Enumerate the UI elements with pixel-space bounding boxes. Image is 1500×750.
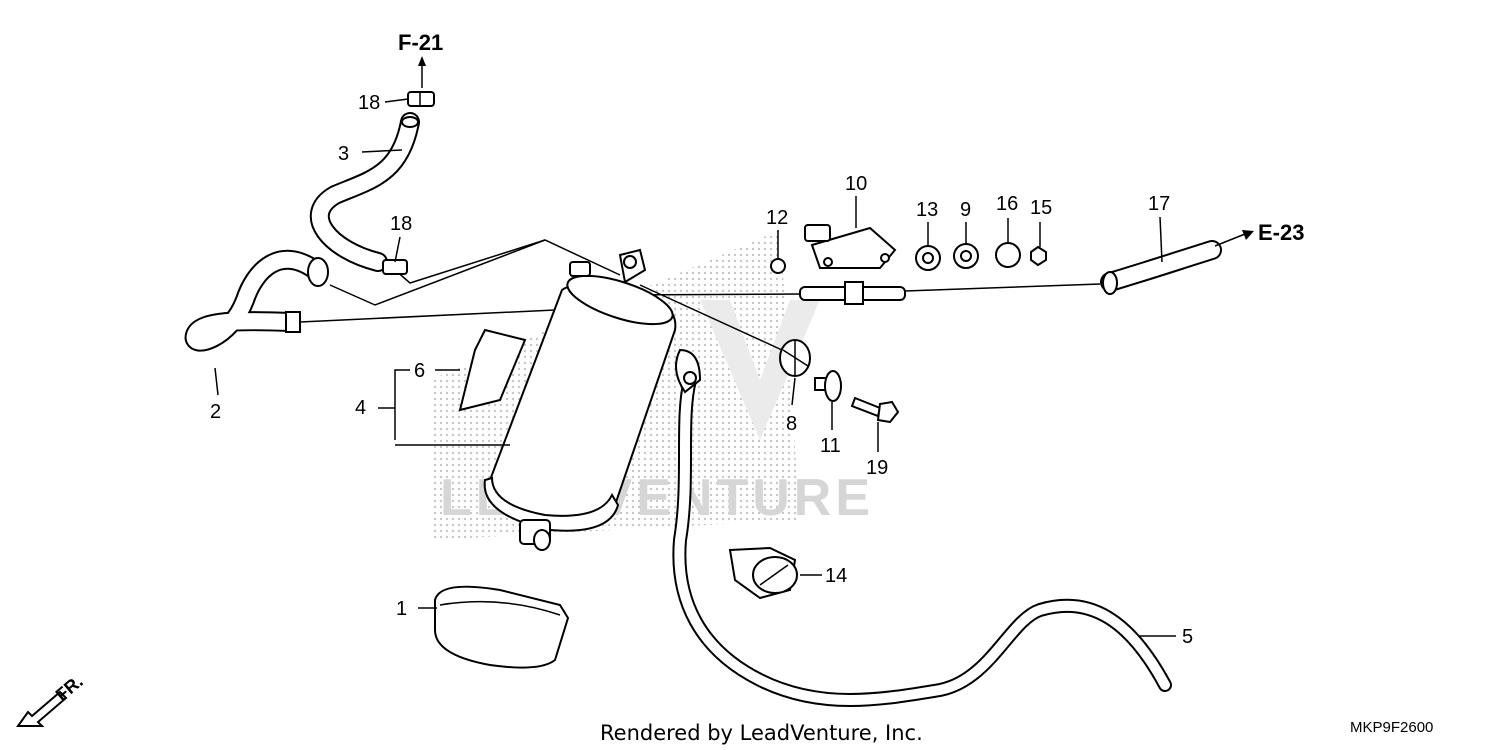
washer-16 bbox=[995, 242, 1021, 268]
canister-4 bbox=[483, 248, 677, 551]
callout-19: 19 bbox=[866, 457, 888, 479]
reference-f21: F-21 bbox=[398, 30, 443, 55]
callout-6: 6 bbox=[414, 360, 425, 382]
clip-14 bbox=[728, 546, 798, 600]
callout-14: 14 bbox=[825, 565, 847, 587]
t-joint bbox=[799, 281, 906, 305]
callout-15: 15 bbox=[1030, 197, 1052, 219]
washer-13 bbox=[915, 245, 941, 271]
hose-2 bbox=[184, 249, 329, 352]
collar-11 bbox=[814, 370, 842, 402]
hose-3 bbox=[309, 112, 420, 272]
callout-3: 3 bbox=[338, 143, 349, 165]
pad-6 bbox=[458, 328, 527, 412]
bolt-19 bbox=[850, 396, 900, 424]
hose-17 bbox=[1100, 240, 1222, 295]
diagram-code: MKP9F2600 bbox=[1350, 719, 1433, 736]
callout-12: 12 bbox=[766, 207, 788, 229]
callout-1: 1 bbox=[396, 598, 407, 620]
clamp-18-lower bbox=[382, 259, 408, 275]
hose-5 bbox=[672, 348, 1172, 707]
band-1 bbox=[434, 585, 570, 669]
callout-13: 13 bbox=[916, 199, 938, 221]
reference-e23: E-23 bbox=[1258, 220, 1304, 245]
callout-18-lower: 18 bbox=[390, 213, 412, 235]
nut-15 bbox=[1030, 245, 1047, 267]
washer-9 bbox=[953, 243, 979, 269]
callout-5: 5 bbox=[1182, 626, 1193, 648]
callout-18-top: 18 bbox=[358, 92, 380, 114]
callout-9: 9 bbox=[960, 199, 971, 221]
callout-17: 17 bbox=[1148, 193, 1170, 215]
nut-12 bbox=[770, 258, 786, 274]
clamp-18-top bbox=[407, 91, 435, 107]
callout-11: 11 bbox=[820, 435, 841, 457]
callout-10: 10 bbox=[845, 173, 867, 195]
callout-16: 16 bbox=[996, 193, 1018, 215]
grommet-8 bbox=[779, 339, 811, 377]
callout-8: 8 bbox=[786, 413, 797, 435]
callout-leaders bbox=[214, 56, 1254, 637]
callout-2: 2 bbox=[210, 401, 221, 423]
credit-text: Rendered by LeadVenture, Inc. bbox=[600, 721, 923, 745]
valve-10 bbox=[804, 224, 897, 269]
callout-4: 4 bbox=[355, 397, 366, 419]
front-direction-arrow: FR. bbox=[16, 671, 87, 727]
